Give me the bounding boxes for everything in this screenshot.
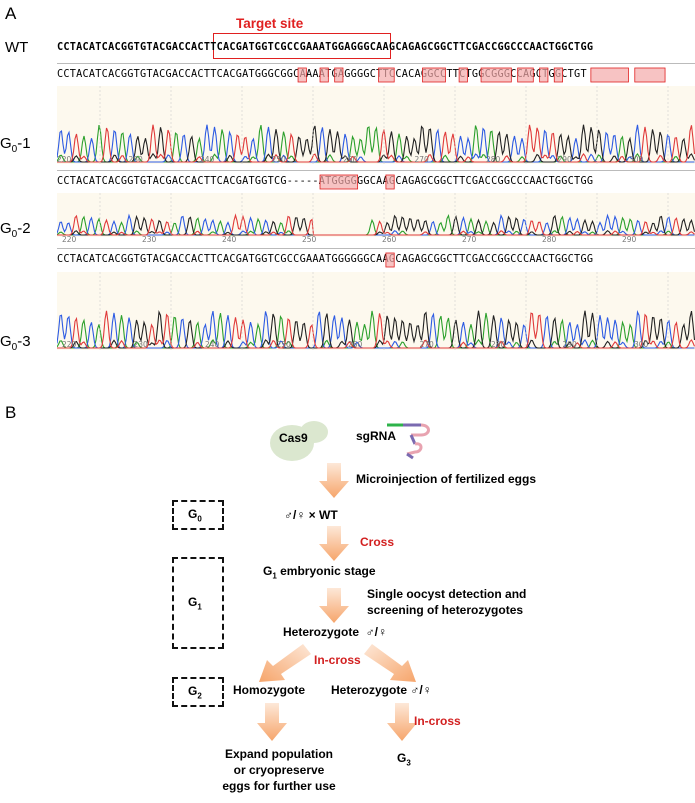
screening-line-2: screening of heterozygotes bbox=[367, 603, 524, 617]
tick-label: 240 bbox=[200, 155, 215, 164]
tick-label: 260 bbox=[348, 340, 363, 349]
tick-label: 290 bbox=[622, 235, 637, 244]
expand-line-2: or cryopreserve bbox=[233, 763, 325, 777]
cas9-label: Cas9 bbox=[279, 431, 308, 445]
expand-line-3: eggs for further use bbox=[222, 779, 336, 793]
cross-label: Cross bbox=[360, 535, 395, 549]
wt-sequence: CCTACATCACGGTGTACGACCACTTCACGATGGTCGCCGA… bbox=[57, 42, 594, 53]
tick-label: 230 bbox=[133, 340, 148, 349]
sgrna-structure-icon bbox=[387, 423, 430, 460]
g0-1-trace bbox=[56, 86, 695, 164]
tick-label: 240 bbox=[205, 340, 220, 349]
tick-label: 250 bbox=[276, 340, 291, 349]
g1-generation-box: G1 bbox=[172, 557, 224, 649]
tick-label: 280 bbox=[542, 235, 557, 244]
g0-2-label: G0-2 bbox=[0, 220, 31, 240]
incross-label: In-cross bbox=[314, 653, 361, 667]
tick-label: 300 bbox=[629, 155, 644, 164]
divider bbox=[57, 248, 695, 249]
g0-3-label: G0-3 bbox=[0, 333, 31, 353]
target-site-box bbox=[213, 33, 391, 59]
sgrna-label: sgRNA bbox=[356, 429, 397, 443]
expand-population-text: Expand population or cryopreserve eggs f… bbox=[222, 746, 336, 794]
wt-label: WT bbox=[5, 39, 29, 56]
g0-2-trace bbox=[56, 193, 695, 237]
g0-1-axis: 220 230 240 250 260 270 280 290 300 bbox=[57, 155, 695, 167]
tick-label: 260 bbox=[382, 235, 397, 244]
g0-3-axis: 220 230 240 250 260 270 280 290 300 bbox=[57, 340, 695, 352]
divider bbox=[57, 63, 695, 64]
tick-label: 220 bbox=[57, 155, 72, 164]
arrow-down-icon bbox=[257, 703, 287, 741]
mutation-highlight bbox=[634, 67, 666, 83]
trace-c bbox=[56, 310, 695, 349]
g2-generation-box: G2 bbox=[172, 677, 224, 707]
arrow-down-icon bbox=[387, 703, 417, 741]
screening-line-1: Single oocyst detection and bbox=[367, 587, 527, 601]
tick-label: 230 bbox=[142, 235, 157, 244]
tick-label: 300 bbox=[634, 340, 649, 349]
g0-2-chromatogram bbox=[56, 193, 695, 237]
trace-t bbox=[57, 310, 695, 349]
tick-label: 280 bbox=[491, 340, 506, 349]
panel-b-letter: B bbox=[5, 403, 17, 422]
g0-3-sequence: CCTACATCACGGTGTACGACCACTTCACGATGGTCGCCGA… bbox=[57, 254, 594, 265]
trace-t bbox=[57, 213, 695, 236]
g0-1-sequence: CCTACATCACGGTGTACGACCACTTCACGATGGGCGGCAA… bbox=[57, 69, 587, 80]
tick-label: 270 bbox=[414, 155, 429, 164]
incross-2-label: In-cross bbox=[414, 714, 461, 728]
g3-label: G3 bbox=[397, 751, 411, 768]
g0-3-chromatogram bbox=[56, 272, 695, 350]
heterozygote-2-label: Heterozygote ♂/♀ bbox=[331, 683, 432, 697]
tick-label: 260 bbox=[343, 155, 358, 164]
divider bbox=[57, 170, 695, 171]
trace-a bbox=[56, 310, 695, 349]
mutation-highlight bbox=[590, 67, 629, 83]
tick-label: 270 bbox=[419, 340, 434, 349]
g0-2-sequence: CCTACATCACGGTGTACGACCACTTCACGATGGTCG----… bbox=[57, 176, 594, 187]
g0-1-label: G0-1 bbox=[0, 135, 31, 155]
g1-embryonic-stage-label: G1 embryonic stage bbox=[263, 564, 376, 581]
g0-cross-label: ♂/♀ × WT bbox=[284, 508, 338, 522]
g0-3-trace bbox=[56, 272, 695, 350]
arrow-down-right-icon bbox=[364, 644, 416, 682]
arrow-down-icon bbox=[319, 588, 349, 623]
target-site-label: Target site bbox=[236, 16, 304, 31]
tick-label: 250 bbox=[302, 235, 317, 244]
tick-label: 280 bbox=[486, 155, 501, 164]
g0-1-chromatogram bbox=[56, 86, 695, 164]
microinjection-label: Microinjection of fertilized eggs bbox=[356, 472, 537, 486]
expand-line-1: Expand population bbox=[225, 747, 333, 761]
heterozygote-label: Heterozygote ♂/♀ bbox=[283, 625, 388, 639]
tick-label: 290 bbox=[562, 340, 577, 349]
trace-t bbox=[57, 124, 695, 163]
tick-label: 220 bbox=[62, 340, 77, 349]
arrow-down-icon bbox=[319, 463, 349, 498]
panel-a-letter: A bbox=[5, 4, 17, 23]
arrow-down-icon bbox=[319, 526, 349, 561]
tick-label: 240 bbox=[222, 235, 237, 244]
g0-2-axis: 220 230 240 250 260 270 280 290 bbox=[57, 235, 695, 247]
homozygote-label: Homozygote bbox=[233, 683, 305, 697]
tick-label: 270 bbox=[462, 235, 477, 244]
arrow-down-left-icon bbox=[259, 644, 311, 682]
tick-label: 250 bbox=[271, 155, 286, 164]
cas9-protein-icon bbox=[270, 421, 328, 461]
tick-label: 220 bbox=[62, 235, 77, 244]
g0-generation-box: G0 bbox=[172, 500, 224, 530]
tick-label: 230 bbox=[128, 155, 143, 164]
tick-label: 290 bbox=[557, 155, 572, 164]
